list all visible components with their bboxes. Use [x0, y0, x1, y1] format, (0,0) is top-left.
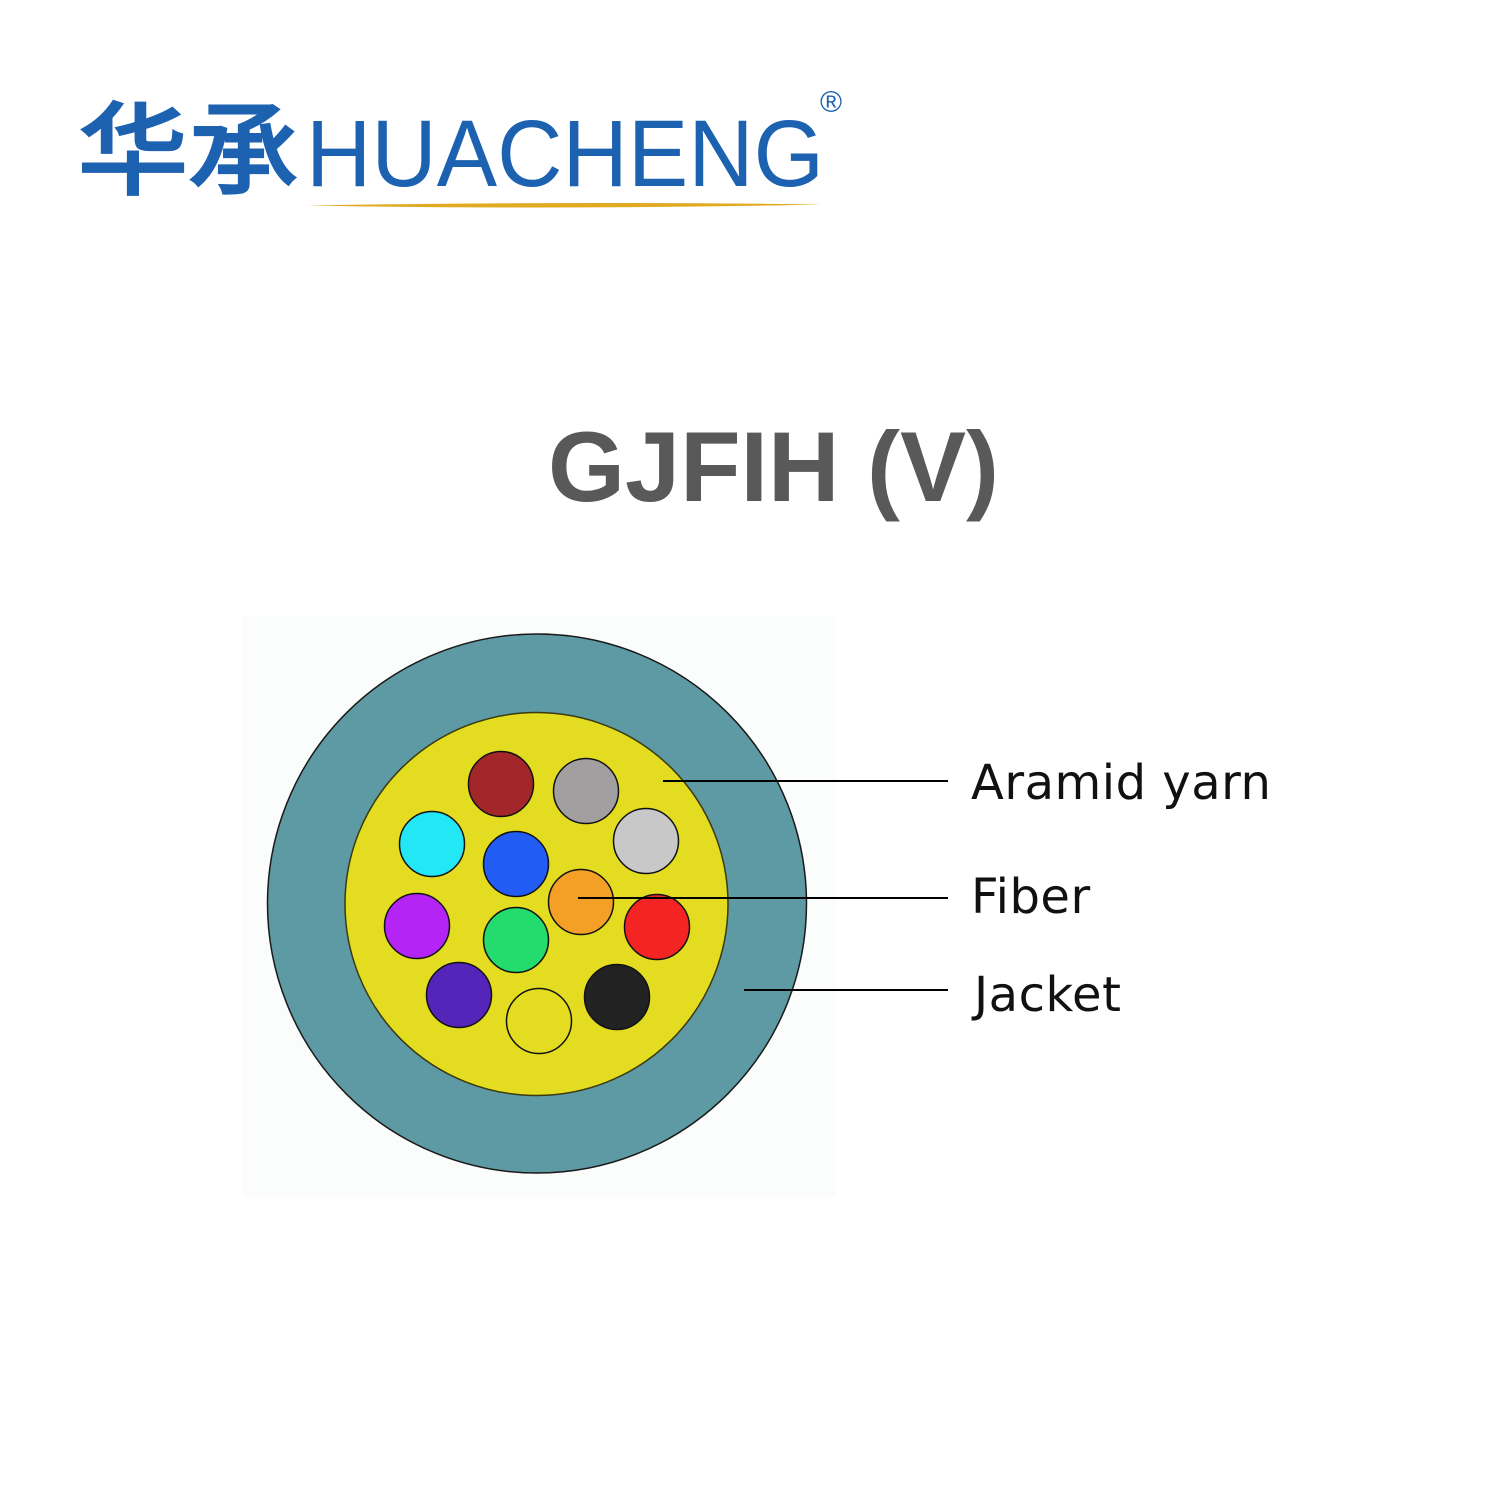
registered-mark-icon: ® — [820, 86, 842, 119]
label-fiber: Fiber — [971, 869, 1091, 925]
fiber-violet — [425, 961, 493, 1029]
label-aramid-yarn: Aramid yarn — [971, 755, 1272, 811]
product-title: GJFIH (V) — [548, 411, 1000, 522]
fiber-black — [583, 963, 651, 1031]
logo-chinese-name: 华承 — [78, 93, 298, 210]
fiber-yellow — [505, 987, 573, 1055]
fiber-red — [623, 893, 691, 961]
fiber-brown — [467, 750, 535, 818]
logo-brand-name: HUACHENG — [306, 101, 824, 207]
fiber-orange — [547, 868, 615, 936]
huacheng-logo: 华承 HUACHENG ® — [78, 86, 842, 210]
logo-underline — [307, 202, 822, 208]
fiber-aqua — [398, 810, 466, 878]
fiber-silver — [612, 807, 680, 875]
fiber-group — [383, 750, 691, 1055]
fiber-green — [482, 906, 550, 974]
fiber-magenta — [383, 892, 451, 960]
fiber-blue — [482, 830, 550, 898]
fiber-gray — [552, 757, 620, 825]
label-jacket: Jacket — [974, 967, 1122, 1023]
